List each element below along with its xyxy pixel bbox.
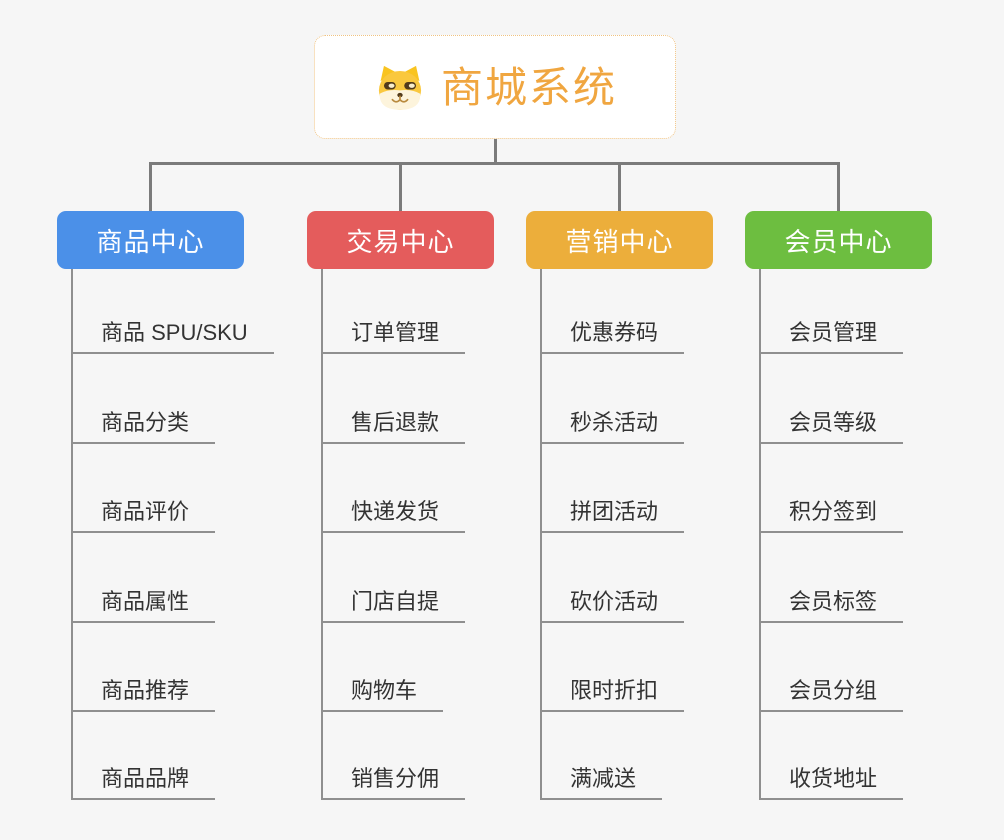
leaf-node[interactable]: 收货地址 xyxy=(759,760,904,800)
leaf-node[interactable]: 销售分佣 xyxy=(321,760,466,800)
leaf-node[interactable]: 优惠券码 xyxy=(540,314,685,354)
branch-column-marketing: 营销中心 优惠券码 秒杀活动 拼团活动 砍价活动 限时折扣 满减送 xyxy=(526,211,786,811)
branch-column-trade: 交易中心 订单管理 售后退款 快递发货 门店自提 购物车 销售分佣 xyxy=(307,211,567,811)
leaf-node[interactable]: 满减送 xyxy=(540,760,663,800)
leaf-node[interactable]: 门店自提 xyxy=(321,583,466,623)
leaf-node[interactable]: 会员管理 xyxy=(759,314,904,354)
branch-label: 营销中心 xyxy=(565,226,674,257)
root-title: 商城系统 xyxy=(440,64,617,111)
column-line xyxy=(759,269,761,800)
branch-label: 会员中心 xyxy=(784,226,893,257)
leaf-node[interactable]: 订单管理 xyxy=(321,314,466,354)
leaf-node[interactable]: 购物车 xyxy=(321,672,444,712)
leaf-node[interactable]: 秒杀活动 xyxy=(540,404,685,444)
branch-node-member-center[interactable]: 会员中心 xyxy=(745,211,932,269)
branch-label: 商品中心 xyxy=(96,226,205,257)
leaf-node[interactable]: 商品评价 xyxy=(71,493,216,533)
leaf-node[interactable]: 商品品牌 xyxy=(71,760,216,800)
branch-column-member: 会员中心 会员管理 会员等级 积分签到 会员标签 会员分组 收货地址 xyxy=(745,211,1004,811)
column-line xyxy=(540,269,542,800)
column-line xyxy=(71,269,73,800)
leaf-node[interactable]: 售后退款 xyxy=(321,404,466,444)
branch-column-product: 商品中心 商品 SPU/SKU 商品分类 商品评价 商品属性 商品推荐 商品品牌 xyxy=(57,211,317,811)
connector-root-drop xyxy=(494,137,497,165)
leaf-node[interactable]: 积分签到 xyxy=(759,493,904,533)
leaf-node[interactable]: 商品推荐 xyxy=(71,672,216,712)
leaf-node[interactable]: 商品 SPU/SKU xyxy=(71,314,274,354)
connector-drop-1 xyxy=(149,162,152,212)
leaf-node[interactable]: 快递发货 xyxy=(321,493,466,533)
connector-horizontal xyxy=(149,162,840,165)
leaf-node[interactable]: 砍价活动 xyxy=(540,583,685,623)
branch-node-product-center[interactable]: 商品中心 xyxy=(57,211,244,269)
leaf-node[interactable]: 限时折扣 xyxy=(540,672,685,712)
leaf-node[interactable]: 会员标签 xyxy=(759,583,904,623)
leaf-node[interactable]: 会员分组 xyxy=(759,672,904,712)
root-node[interactable]: 商城系统 xyxy=(314,35,676,139)
doge-icon xyxy=(373,62,427,112)
leaf-node[interactable]: 拼团活动 xyxy=(540,493,685,533)
branch-label: 交易中心 xyxy=(346,226,455,257)
connector-drop-4 xyxy=(837,162,840,212)
leaf-node[interactable]: 商品属性 xyxy=(71,583,216,623)
branch-node-trade-center[interactable]: 交易中心 xyxy=(307,211,494,269)
leaf-node[interactable]: 商品分类 xyxy=(71,404,216,444)
branch-node-marketing-center[interactable]: 营销中心 xyxy=(526,211,713,269)
column-line xyxy=(321,269,323,800)
connector-drop-3 xyxy=(618,162,621,212)
leaf-node[interactable]: 会员等级 xyxy=(759,404,904,444)
connector-drop-2 xyxy=(399,162,402,212)
